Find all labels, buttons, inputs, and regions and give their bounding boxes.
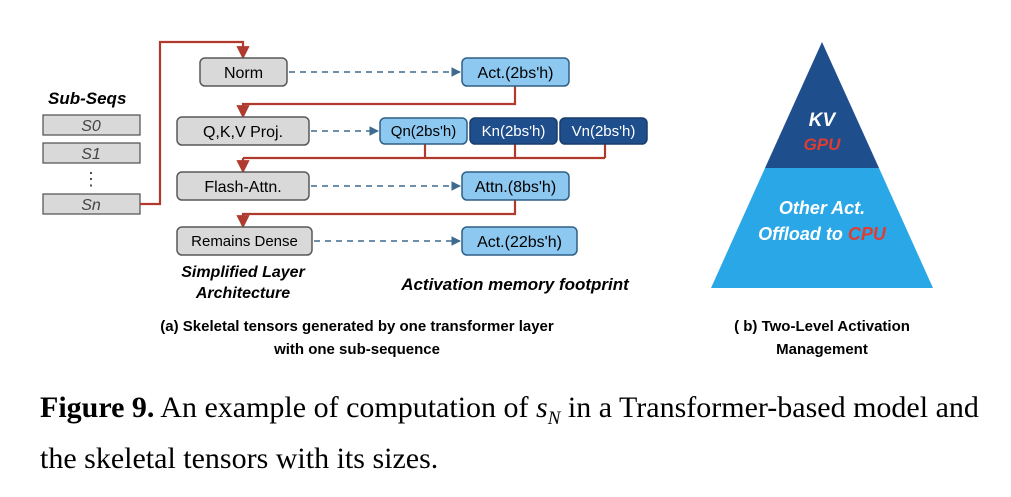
activation-box-attn — [461, 171, 570, 201]
math-variable: s — [536, 391, 548, 424]
architecture-label-line1: Simplified Layer — [181, 264, 305, 281]
layer-label-flash-attn: Flash-Attn. — [204, 179, 281, 196]
pyramid-bottom-offload: Offload to CPU — [758, 224, 887, 244]
layer-box-norm — [199, 57, 288, 87]
flow-arrow-qkv-to-attn — [243, 144, 607, 172]
sub-seqs-title: Sub-Seqs — [48, 89, 126, 108]
activation-box-dense — [461, 226, 578, 256]
figure-label: Figure 9. — [40, 391, 155, 424]
sequence-box-s0 — [42, 114, 141, 136]
activation-label-norm: Act.(2bs'h) — [478, 65, 554, 82]
pyramid-bottom-other-act — [711, 168, 933, 288]
caption-text-before: An example of computation of — [160, 391, 529, 424]
figure-caption: Figure 9. An example of computation of s… — [40, 388, 990, 479]
caption-text-after: in a Transformer-based model and the ske… — [40, 391, 979, 475]
caption-math: sN — [536, 391, 560, 429]
pyramid-bottom-label: Other Act. — [779, 198, 865, 218]
layer-label-qkv: Q,K,V Proj. — [203, 124, 283, 141]
flow-arrow-norm-to-qkv — [236, 86, 517, 119]
figure-diagram: Sub-Seqs S0 S1 ⋮ Sn Norm Q,K,V Proj. Fla… — [42, 40, 933, 358]
activation-label-dense: Act.(22bs'h) — [477, 234, 562, 251]
activation-box-qn — [379, 117, 468, 145]
layer-label-norm: Norm — [224, 65, 263, 82]
sequence-label-sn: Sn — [81, 197, 101, 214]
layer-box-flash-attn — [176, 171, 310, 201]
layer-label-remains-dense: Remains Dense — [191, 233, 298, 250]
memory-footprint-label: Activation memory footprint — [400, 275, 630, 294]
offload-device: CPU — [848, 224, 887, 244]
activation-box-kn — [469, 117, 558, 145]
sequence-label-s0: S0 — [81, 118, 101, 135]
sequence-ellipsis: ⋮ — [82, 169, 100, 189]
panel-a-caption-line2: with one sub-sequence — [273, 341, 440, 358]
layer-box-qkv — [176, 116, 310, 146]
offload-prefix: Offload to — [758, 224, 843, 244]
panel-b-caption-line2: Management — [776, 341, 868, 358]
pyramid-top-kv — [765, 42, 879, 168]
pyramid-top-device: GPU — [804, 135, 842, 154]
activation-label-qn: Qn(2bs'h) — [391, 123, 456, 140]
sequence-label-s1: S1 — [81, 146, 101, 163]
architecture-label-line2: Architecture — [195, 285, 290, 302]
panel-b-caption-line1: ( b) Two-Level Activation — [734, 318, 910, 335]
activation-box-vn — [559, 117, 648, 145]
flow-arrow-attn-to-dense — [236, 199, 517, 229]
activation-label-kn: Kn(2bs'h) — [482, 123, 546, 140]
layer-box-remains-dense — [176, 226, 313, 256]
sequence-box-s1 — [42, 142, 141, 164]
flow-arrow-input — [140, 40, 250, 206]
math-subscript: N — [547, 408, 561, 429]
activation-label-attn: Attn.(8bs'h) — [475, 179, 556, 196]
panel-a-caption-line1: (a) Skeletal tensors generated by one tr… — [160, 318, 554, 335]
activation-box-norm — [461, 57, 570, 87]
pyramid-top-label: KV — [809, 110, 837, 131]
activation-label-vn: Vn(2bs'h) — [572, 123, 636, 140]
